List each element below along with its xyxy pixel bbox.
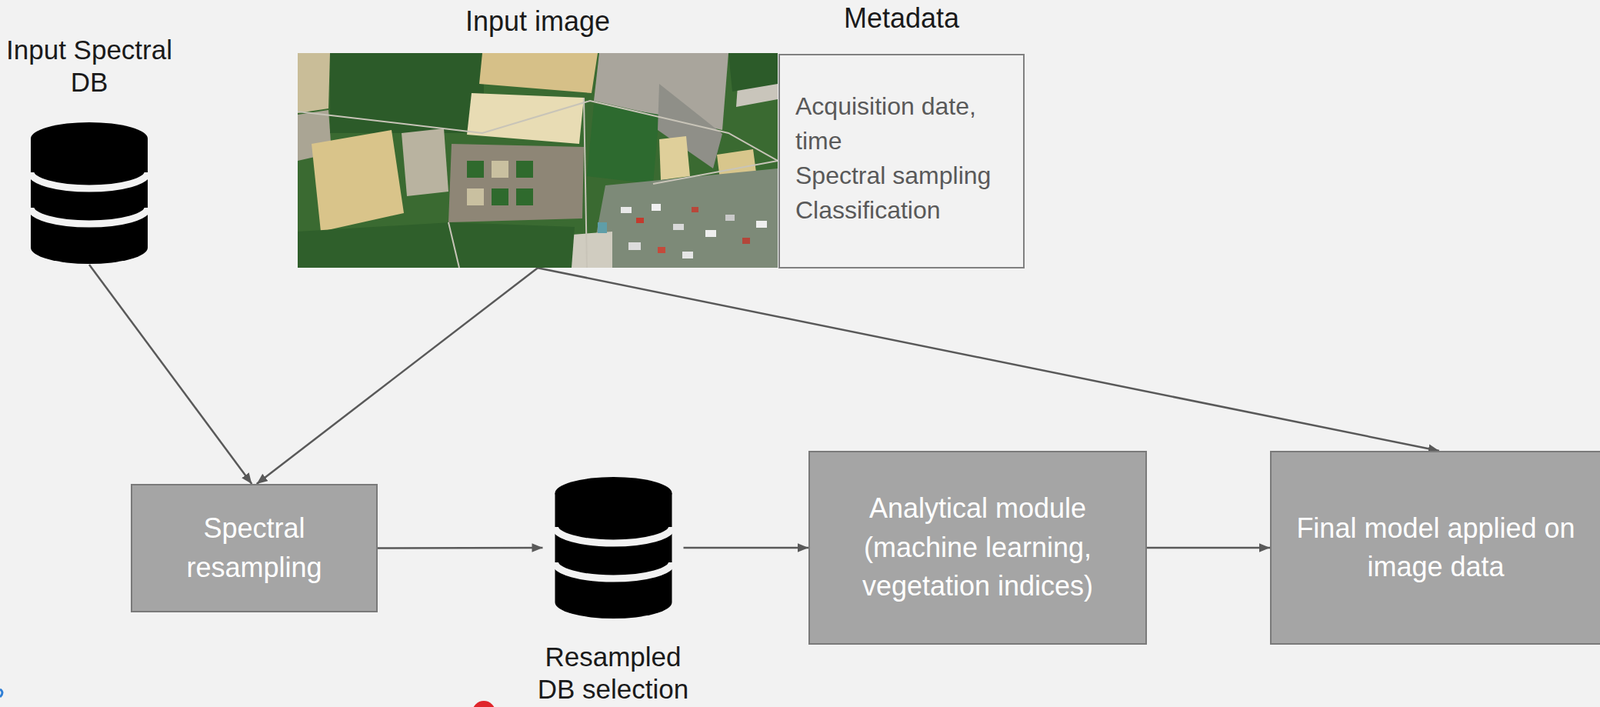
satellite-image: [297, 53, 778, 268]
panel-item: Classification: [795, 193, 1013, 228]
connector-arrow: [89, 264, 252, 484]
process-box: Final model applied on image data: [1270, 450, 1600, 645]
database-icon: [30, 121, 149, 265]
box-label: Analytical module (machine learning, veg…: [825, 489, 1130, 606]
panel-title: Metadata: [778, 1, 1025, 35]
connector-arrow: [377, 546, 544, 550]
database-icon: [553, 476, 674, 620]
box-text-wrap: Final model applied on image data: [1293, 509, 1579, 587]
blue-marker: [0, 689, 3, 697]
node-label: Input image: [297, 4, 778, 38]
box-text-wrap: Analytical module (machine learning, veg…: [825, 489, 1130, 606]
box-label: Final model applied on image data: [1293, 509, 1579, 587]
panel-item: Acquisition date, time: [795, 89, 1013, 159]
process-box: Spectral resampling: [130, 483, 378, 613]
process-box: Analytical module (machine learning, veg…: [808, 450, 1147, 645]
connector-arrow: [256, 267, 538, 484]
box-text-wrap: Spectral resampling: [147, 509, 361, 587]
database-node: Input Spectral DB: [0, 33, 179, 265]
panel-item: Spectral sampling: [795, 158, 1013, 194]
image-node: Input image: [297, 4, 778, 268]
connector-arrow: [1146, 546, 1270, 550]
database-node: Resampled DB selection: [524, 476, 702, 706]
connector-arrow: [683, 546, 810, 550]
node-label: Resampled DB selection: [524, 640, 702, 706]
panel-frame: Acquisition date, timeSpectral samplingC…: [778, 53, 1025, 269]
node-label: Input Spectral DB: [0, 33, 179, 99]
metadata-box: MetadataAcquisition date, timeSpectral s…: [778, 1, 1025, 269]
red-marker: [472, 700, 496, 707]
box-label: Spectral resampling: [147, 509, 361, 587]
connector-arrow: [537, 267, 1440, 451]
